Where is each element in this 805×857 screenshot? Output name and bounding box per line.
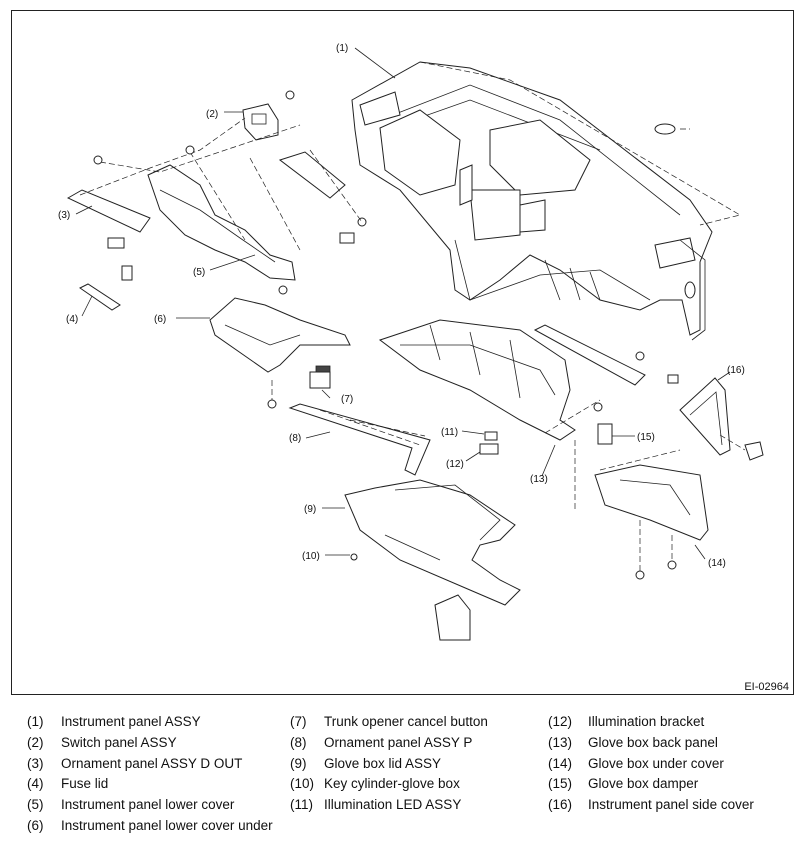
instrument-panel-side-cover-part: [679, 377, 764, 461]
legend-item: (7)Trunk opener cancel button: [290, 714, 488, 729]
legend-item: (12)Illumination bracket: [548, 714, 705, 729]
callout-2: (2): [206, 109, 218, 120]
glove-box-back-panel-part: [378, 319, 576, 441]
parts-legend: (1)Instrument panel ASSY (2)Switch panel…: [27, 712, 797, 852]
legend-item: (15)Glove box damper: [548, 776, 699, 792]
legend-item: (13)Glove box back panel: [548, 734, 718, 750]
instrument-panel-assy-part: [351, 61, 713, 341]
fuse-lid-part: [79, 283, 121, 311]
callout-4: (4): [66, 314, 78, 325]
instrument-panel-lower-cover-part: [147, 151, 346, 281]
legend-item: (4)Fuse lid: [27, 776, 109, 792]
instrument-panel-lower-cover-under-part: [209, 297, 351, 373]
legend-column-3: (12)Illumination bracket (13)Glove box b…: [548, 712, 793, 816]
callout-6: (6): [154, 314, 166, 325]
legend-column-1: (1)Instrument panel ASSY (2)Switch panel…: [27, 712, 277, 854]
callout-9: (9): [304, 504, 316, 515]
callout-12: (12): [446, 459, 464, 470]
glove-box-lid-assy-part: [344, 479, 521, 606]
cover-sheet-part: [434, 594, 471, 641]
legend-item: (3)Ornament panel ASSY D OUT: [27, 755, 243, 771]
legend-item: (8)Ornament panel ASSY P: [290, 734, 473, 750]
legend-item: (2)Switch panel ASSY: [27, 734, 177, 750]
legend-item: (9)Glove box lid ASSY: [290, 755, 442, 771]
figure-id: EI-02964: [744, 681, 789, 693]
legend-item: (10)Key cylinder-glove box: [290, 776, 460, 792]
callout-15: (15): [637, 432, 655, 443]
trunk-opener-cancel-button-part: [309, 365, 331, 389]
callout-7: (7): [341, 394, 353, 405]
exploded-view-drawing: (1) (2) (3) (4) (5) (6) (7) (8) (9) (10)…: [58, 43, 764, 641]
legend-column-2: (7)Trunk opener cancel button (8)Ornamen…: [290, 712, 540, 816]
callout-5: (5): [193, 267, 205, 278]
legend-item: (14)Glove box under cover: [548, 755, 724, 771]
callout-10: (10): [302, 551, 320, 562]
switch-panel-assy-part: [242, 90, 295, 141]
legend-item: (16)Instrument panel side cover: [548, 797, 754, 813]
legend-item: (6)Instrument panel lower cover under: [27, 817, 273, 833]
ornament-panel-d-out-part: [66, 189, 151, 233]
callout-13: (13): [530, 474, 548, 485]
glove-box-under-cover-part: [594, 464, 709, 541]
callout-16: (16): [727, 365, 745, 376]
diagram-frame: [11, 10, 794, 695]
ornament-panel-p-part: [288, 403, 431, 476]
callout-11: (11): [441, 427, 458, 438]
glove-box-damper-part: [597, 423, 613, 445]
illumination-bracket-part: [479, 443, 499, 455]
callout-1: (1): [336, 43, 348, 54]
clip-part: [107, 237, 125, 249]
legend-item: (1)Instrument panel ASSY: [27, 714, 201, 729]
legend-item: (11)Illumination LED ASSY: [290, 797, 462, 813]
bracket-part: [533, 324, 646, 386]
callout-3: (3): [58, 210, 70, 221]
callout-8: (8): [289, 433, 301, 444]
callout-14: (14): [708, 558, 726, 569]
clip-part: [121, 265, 133, 281]
legend-item: (5)Instrument panel lower cover: [27, 797, 235, 813]
illumination-led-part: [484, 431, 498, 441]
